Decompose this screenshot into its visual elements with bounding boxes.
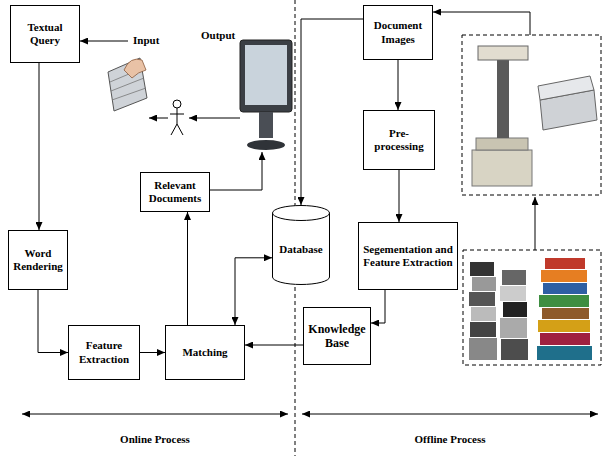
- process-box: Segementation and Feature Extraction: [358, 222, 458, 290]
- book: [500, 318, 527, 338]
- monitor-bezel: [240, 40, 292, 112]
- flow-arrow: [301, 19, 363, 205]
- keyboard-picture: [108, 58, 147, 111]
- book: [539, 295, 589, 307]
- book: [500, 286, 526, 301]
- figure-head: [173, 100, 181, 108]
- node-text: Matching: [182, 346, 227, 359]
- book: [542, 308, 589, 319]
- node-text: Feature Extraction: [72, 339, 136, 365]
- book: [502, 270, 526, 285]
- input-arrow: [80, 41, 128, 42]
- process-box: Knowledge Base: [303, 307, 371, 365]
- key-row: [112, 88, 146, 100]
- book: [470, 322, 496, 337]
- book: [543, 283, 587, 294]
- typing-hand: [124, 59, 146, 78]
- output-arrow: [189, 118, 240, 119]
- monitor-picture: [240, 40, 292, 150]
- monitor-base: [247, 140, 285, 150]
- figure-leg: [177, 124, 183, 135]
- flow-arrow: [38, 290, 68, 353]
- scanner-picture: [472, 46, 597, 186]
- flow-arrow: [399, 170, 400, 222]
- node-text: Document Images: [367, 19, 429, 45]
- book-cradle: [476, 138, 528, 150]
- process-box: Textual Query: [10, 5, 80, 63]
- figure-arms: [170, 114, 184, 115]
- key-row: [111, 78, 144, 91]
- process-box: Document Images: [363, 5, 433, 60]
- figure-leg: [171, 124, 177, 135]
- database-cylinder: Database: [272, 205, 330, 285]
- scanner-lid: [538, 76, 594, 100]
- online-span-arrow: [22, 414, 288, 415]
- scanner-base: [472, 150, 532, 186]
- user-arrow: [149, 118, 168, 119]
- display-arrow: [210, 152, 262, 190]
- book: [469, 338, 497, 360]
- book: [470, 262, 494, 276]
- node-text: Textual Query: [14, 21, 76, 47]
- keyboard-body: [108, 58, 147, 111]
- book: [501, 339, 528, 360]
- node-text: Word Rendering: [12, 247, 64, 273]
- scanner-panel: [462, 35, 601, 195]
- annotation-label: Offline Process: [414, 433, 487, 446]
- book: [537, 346, 592, 360]
- offline-span-arrow: [302, 414, 598, 415]
- cylinder-body: [273, 213, 330, 284]
- book: [471, 307, 496, 321]
- process-box: Matching: [165, 325, 245, 380]
- node-text: Database: [279, 243, 322, 256]
- book: [538, 320, 590, 332]
- flow-arrow: [140, 352, 165, 353]
- flow-arrow: [235, 258, 272, 325]
- monitor-neck: [259, 112, 273, 138]
- node-text: Knowledge Base: [307, 322, 367, 351]
- book: [540, 333, 590, 345]
- scan-arrow: [433, 12, 530, 35]
- books-panel: [463, 250, 601, 365]
- book: [503, 302, 527, 317]
- flow-arrow: [187, 212, 188, 325]
- process-box: Word Rendering: [8, 230, 68, 290]
- user-figure: [170, 100, 184, 135]
- node-text: Relevant Documents: [144, 179, 206, 205]
- process-box: Pre-processing: [363, 110, 435, 170]
- book: [472, 277, 496, 291]
- flow-arrow: [398, 60, 399, 110]
- flow-arrow: [245, 345, 303, 346]
- node-text: Pre-processing: [367, 127, 431, 153]
- node-text: Segementation and Feature Extraction: [362, 243, 454, 269]
- scanner-column: [497, 58, 509, 138]
- book: [545, 258, 585, 269]
- annotation-label: Output: [200, 29, 236, 42]
- scanner-head: [478, 46, 528, 60]
- annotation-label: Input: [132, 34, 160, 47]
- books-picture: [469, 258, 592, 360]
- flow-arrow: [371, 290, 385, 323]
- process-box: Relevant Documents: [140, 172, 210, 212]
- figure-body: [177, 108, 178, 124]
- monitor-screen: [245, 45, 287, 105]
- books-arrow: [535, 197, 536, 250]
- annotation-label: Online Process: [119, 433, 191, 446]
- book: [469, 292, 495, 306]
- process-box: Feature Extraction: [68, 325, 140, 380]
- flow-arrow: [39, 63, 40, 230]
- book: [541, 270, 587, 282]
- cylinder-top: [273, 206, 330, 221]
